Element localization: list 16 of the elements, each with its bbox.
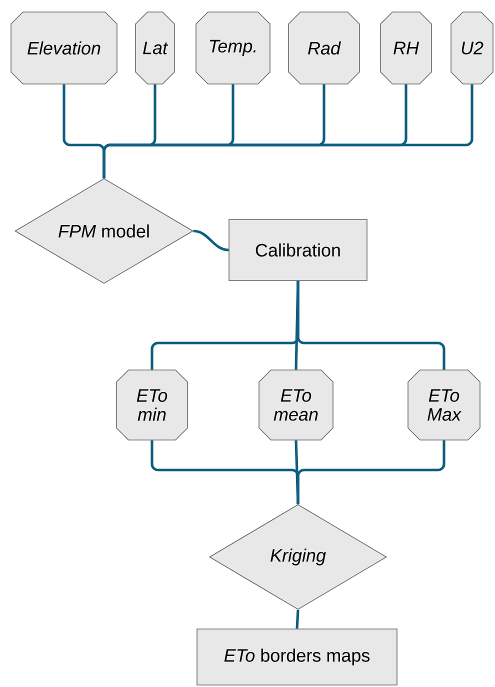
input-box: ETo min <box>116 370 188 440</box>
connector-line <box>102 84 474 178</box>
input-box: RH <box>380 12 432 84</box>
input-box: Lat <box>135 12 175 84</box>
process-box: ETo borders maps <box>196 628 398 686</box>
connector-line <box>296 280 446 370</box>
connector-line <box>296 440 446 504</box>
input-box: U2 <box>450 12 494 84</box>
input-box: Rad <box>288 12 360 84</box>
input-box: ETo Max <box>408 370 480 440</box>
connector-line <box>193 230 229 252</box>
input-box: ETo mean <box>258 370 334 440</box>
input-box: Temp. <box>196 12 270 84</box>
process-box: Calibration <box>228 219 368 281</box>
connector-line <box>296 610 300 629</box>
input-box: Elevation <box>10 12 118 84</box>
